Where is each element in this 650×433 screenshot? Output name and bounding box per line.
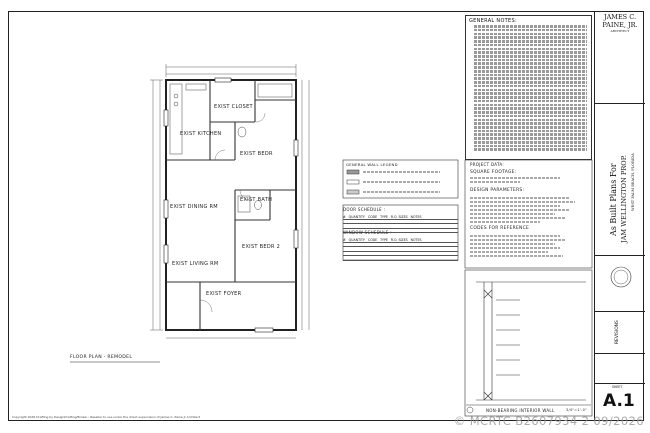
square-footage-title: SQUARE FOOTAGE: — [470, 170, 517, 175]
door-col-qty: QUANTITY — [348, 214, 365, 219]
architect-name-line2: PAINE, JR. — [602, 20, 638, 29]
mls-watermark: © MCRTC B2607934 2 09/2026 — [453, 414, 644, 428]
project-title: As Built Plans For — [609, 163, 618, 236]
door-col-size: R.O. SIZES — [390, 214, 408, 219]
window-schedule-title: WINDOW SCHEDULE : — [343, 230, 392, 235]
revisions-label: REVISIONS — [615, 320, 620, 344]
room-label-bath: EXIST BATH — [240, 197, 273, 203]
project-address: WEST PALM BEACH, FLORIDA — [631, 153, 635, 211]
room-label-bedr2: EXIST BEDR 2 — [242, 244, 281, 250]
sheet-label: SHEET — [612, 385, 623, 389]
window-schedule-header: # QUANTITY CODE TYPE R.O. SIZES NOTES — [343, 238, 458, 243]
wall-detail-scale: 3/4"=1'-0" — [566, 408, 587, 412]
project-data-title: PROJECT DATA: — [470, 162, 505, 167]
door-col-num: # — [343, 214, 346, 219]
title-block: JAMES C. PAINE, JR. ARCHITECT As Built P… — [594, 11, 645, 421]
general-notes-box: GENERAL NOTES: — [465, 15, 592, 160]
architect-role: ARCHITECT — [610, 29, 630, 33]
door-col-type: TYPE — [380, 214, 388, 219]
architect-name-line1: JAMES C. — [603, 13, 637, 21]
window-col-size: R.O. SIZES — [390, 237, 408, 242]
window-col-code: CODE — [367, 237, 378, 242]
wall-legend-title: GENERAL WALL LEGEND — [346, 162, 398, 167]
window-col-num: # — [343, 237, 346, 242]
codes-title: CODES FOR REFERENCE — [470, 226, 530, 231]
room-label-living: EXIST LIVING RM — [172, 261, 219, 267]
wall-detail-title: NON-BEARING INTERIOR WALL — [486, 408, 555, 413]
window-col-qty: QUANTITY — [348, 237, 365, 242]
door-col-notes: NOTES — [410, 214, 422, 219]
room-label-dining: EXIST DINING RM — [170, 204, 218, 210]
plan-title: FLOOR PLAN - REMODEL — [70, 355, 133, 360]
sheet-number: A.1 — [603, 391, 635, 411]
general-notes-title: GENERAL NOTES: — [469, 18, 517, 24]
room-label-kitchen: EXIST KITCHEN — [180, 131, 222, 137]
design-parameters-title: DESIGN PARAMETERS: — [470, 188, 525, 193]
door-schedule-header: # QUANTITY CODE TYPE R.O. SIZES NOTES — [343, 215, 458, 220]
door-schedule-title: DOOR SCHEDULE : — [343, 207, 386, 212]
window-col-type: TYPE — [380, 237, 388, 242]
copyright-note: Copyright 2026 Drafting by DesignDraftin… — [12, 415, 201, 419]
window-col-notes: NOTES — [410, 237, 422, 242]
project-name: JAM WELLINGTON PROP. — [620, 155, 628, 243]
door-col-code: CODE — [367, 214, 378, 219]
window-schedule: WINDOW SCHEDULE : # QUANTITY CODE TYPE R… — [343, 230, 458, 261]
door-schedule: DOOR SCHEDULE : # QUANTITY CODE TYPE R.O… — [343, 207, 458, 233]
room-label-bedr: EXIST BEDR — [240, 151, 273, 157]
room-label-closet: EXIST CLOSET — [214, 104, 253, 110]
room-label-foyer: EXIST FOYER — [206, 291, 242, 297]
